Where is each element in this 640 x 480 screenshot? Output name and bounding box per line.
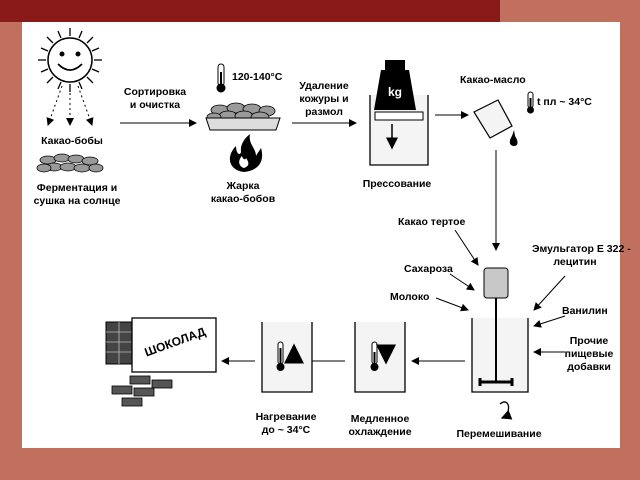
label-roasting-2: какао-бобов: [210, 193, 276, 205]
label-sorting-1: Сортировка: [123, 86, 187, 98]
label-vanillin: Ванилин: [562, 305, 608, 317]
label-cocoa-mass: Какао тертое: [398, 216, 466, 228]
label-temp-range: 120-140°C: [232, 71, 283, 83]
label-sucrose: Сахароза: [404, 263, 453, 275]
mixing-beaker: [471, 267, 529, 420]
ingredient-arrows: [435, 229, 566, 356]
chocolate-pieces: [111, 375, 173, 407]
label-cocoa-beans: Какао-бобы: [41, 135, 103, 147]
label-husk-2: кожуры и: [299, 93, 349, 105]
label-pressing: Прессование: [362, 178, 432, 190]
cooling-beaker: [354, 322, 406, 393]
label-other-3: добавки: [567, 361, 611, 373]
roasting-tray: [205, 102, 281, 131]
title-bar-end: [500, 0, 640, 22]
heating-beaker: [261, 322, 313, 393]
chocolate-bar-icon: [105, 317, 217, 373]
label-melting-point: t пл ~ 34°C: [537, 96, 592, 108]
label-fermentation-1: Ферментация и: [36, 182, 118, 194]
label-fermentation-2: сушка на солнце: [33, 195, 121, 207]
label-milk: Молоко: [390, 291, 430, 303]
sun-rays: [46, 85, 94, 126]
label-heating-2: до ~ 34°C: [261, 424, 311, 436]
label-roasting-1: Жарка: [226, 180, 260, 192]
label-husk-3: размол: [305, 106, 343, 118]
title-bar: [0, 0, 500, 22]
label-sorting-2: и очистка: [129, 99, 181, 111]
label-emulsifier-2: лецитин: [553, 256, 597, 268]
label-cooling-1: Медленное: [350, 413, 410, 425]
sun-icon: [38, 28, 102, 92]
thermometer-icon: [216, 63, 226, 93]
fire-icon: [229, 134, 263, 172]
label-cooling-2: охлаждение: [348, 426, 412, 438]
label-cocoa-butter: Какао-масло: [460, 74, 526, 86]
cocoa-beans-pile: [36, 153, 104, 173]
label-other-2: пищевые: [564, 348, 614, 360]
label-other-1: Прочие: [569, 335, 609, 347]
press-beaker: [369, 60, 429, 166]
label-heating-1: Нагревание: [255, 411, 317, 423]
label-emulsifier-1: Эмульгатор Е 322 -: [532, 243, 631, 255]
label-mixing: Перемешивание: [456, 428, 542, 440]
cocoa-butter-cup: [473, 91, 534, 146]
label-husk-1: Удаление: [299, 80, 349, 92]
label-press-weight: kg: [387, 85, 402, 99]
